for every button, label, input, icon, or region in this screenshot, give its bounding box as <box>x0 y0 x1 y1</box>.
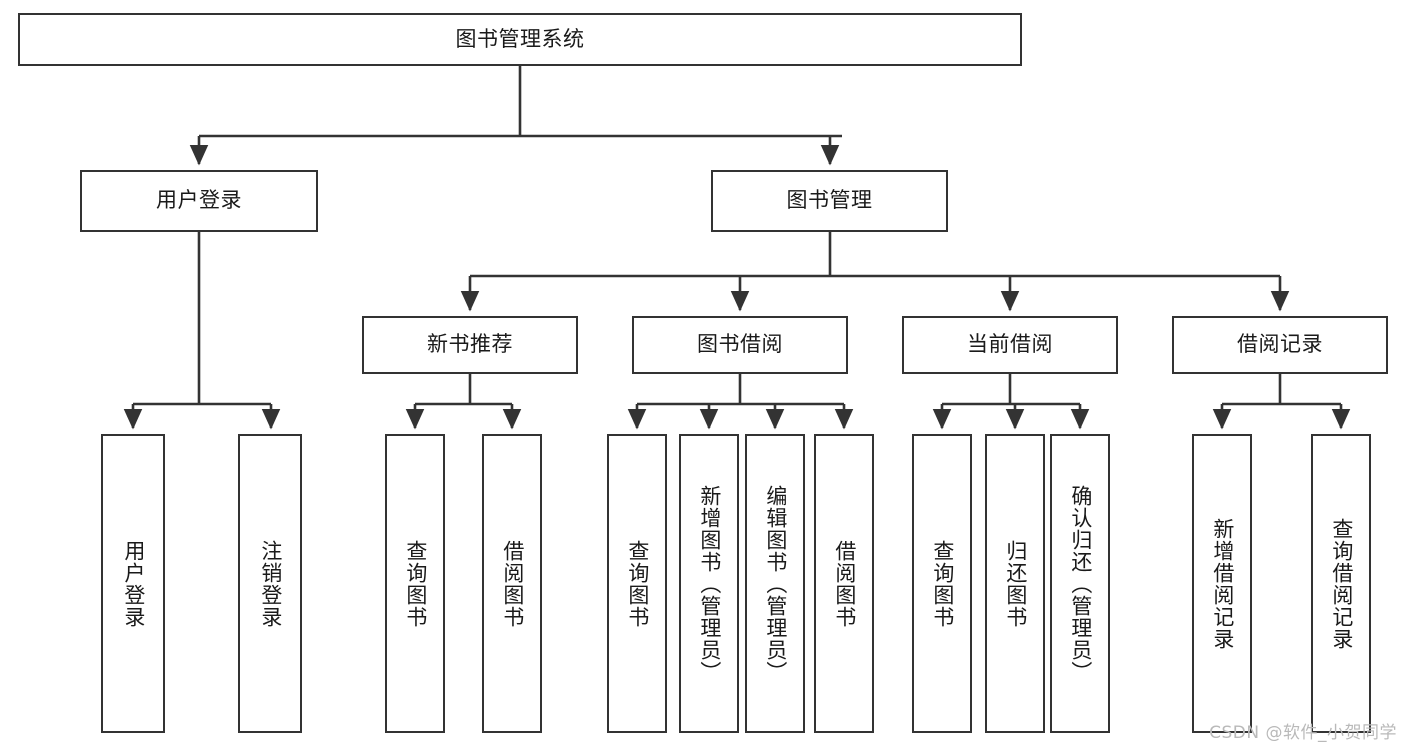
node-current-borrow-label: 当前借阅 <box>967 332 1053 357</box>
leaf-add-book-admin-label: 新增图书（管理员） <box>697 484 722 683</box>
leaf-add-book-admin[interactable]: 新增图书（管理员） <box>679 434 739 733</box>
leaf-return-book-label: 归还图书 <box>1003 539 1028 628</box>
node-user-login-label: 用户登录 <box>156 188 242 213</box>
leaf-edit-book-admin[interactable]: 编辑图书（管理员） <box>745 434 805 733</box>
leaf-confirm-return-admin[interactable]: 确认归还（管理员） <box>1050 434 1110 733</box>
leaf-confirm-return-admin-label: 确认归还（管理员） <box>1068 484 1093 683</box>
leaf-borrow-book-recommend[interactable]: 借阅图书 <box>482 434 542 733</box>
leaf-edit-book-admin-label: 编辑图书（管理员） <box>763 484 788 683</box>
node-book-borrow[interactable]: 图书借阅 <box>632 316 848 374</box>
node-borrow-record-label: 借阅记录 <box>1237 332 1323 357</box>
leaf-query-book-current[interactable]: 查询图书 <box>912 434 972 733</box>
node-book-management[interactable]: 图书管理 <box>711 170 948 232</box>
leaf-borrow-book-recommend-label: 借阅图书 <box>500 539 525 628</box>
leaf-user-login[interactable]: 用户登录 <box>101 434 165 733</box>
csdn-watermark: CSDN @软件_小贺同学 <box>1209 723 1397 743</box>
leaf-query-book-current-label: 查询图书 <box>930 539 955 628</box>
node-root-label: 图书管理系统 <box>455 26 585 51</box>
leaf-query-book-recommend-label: 查询图书 <box>403 539 428 628</box>
leaf-return-book[interactable]: 归还图书 <box>985 434 1045 733</box>
node-new-book-recommend[interactable]: 新书推荐 <box>362 316 578 374</box>
leaf-query-book-borrow-label: 查询图书 <box>625 539 650 628</box>
node-user-login[interactable]: 用户登录 <box>80 170 318 232</box>
leaf-user-logout[interactable]: 注销登录 <box>238 434 302 733</box>
leaf-borrow-book-label: 借阅图书 <box>832 539 857 628</box>
node-current-borrow[interactable]: 当前借阅 <box>902 316 1118 374</box>
leaf-add-borrow-record[interactable]: 新增借阅记录 <box>1192 434 1252 733</box>
node-borrow-record[interactable]: 借阅记录 <box>1172 316 1388 374</box>
leaf-user-login-label: 用户登录 <box>121 539 146 628</box>
leaf-query-book-recommend[interactable]: 查询图书 <box>385 434 445 733</box>
leaf-add-borrow-record-label: 新增借阅记录 <box>1210 517 1235 650</box>
leaf-borrow-book[interactable]: 借阅图书 <box>814 434 874 733</box>
node-root[interactable]: 图书管理系统 <box>18 13 1022 66</box>
node-book-borrow-label: 图书借阅 <box>697 332 783 357</box>
node-new-book-recommend-label: 新书推荐 <box>427 332 513 357</box>
leaf-query-borrow-record[interactable]: 查询借阅记录 <box>1311 434 1371 733</box>
leaf-user-logout-label: 注销登录 <box>258 539 283 628</box>
leaf-query-borrow-record-label: 查询借阅记录 <box>1329 517 1354 650</box>
leaf-query-book-borrow[interactable]: 查询图书 <box>607 434 667 733</box>
node-book-management-label: 图书管理 <box>786 188 873 213</box>
